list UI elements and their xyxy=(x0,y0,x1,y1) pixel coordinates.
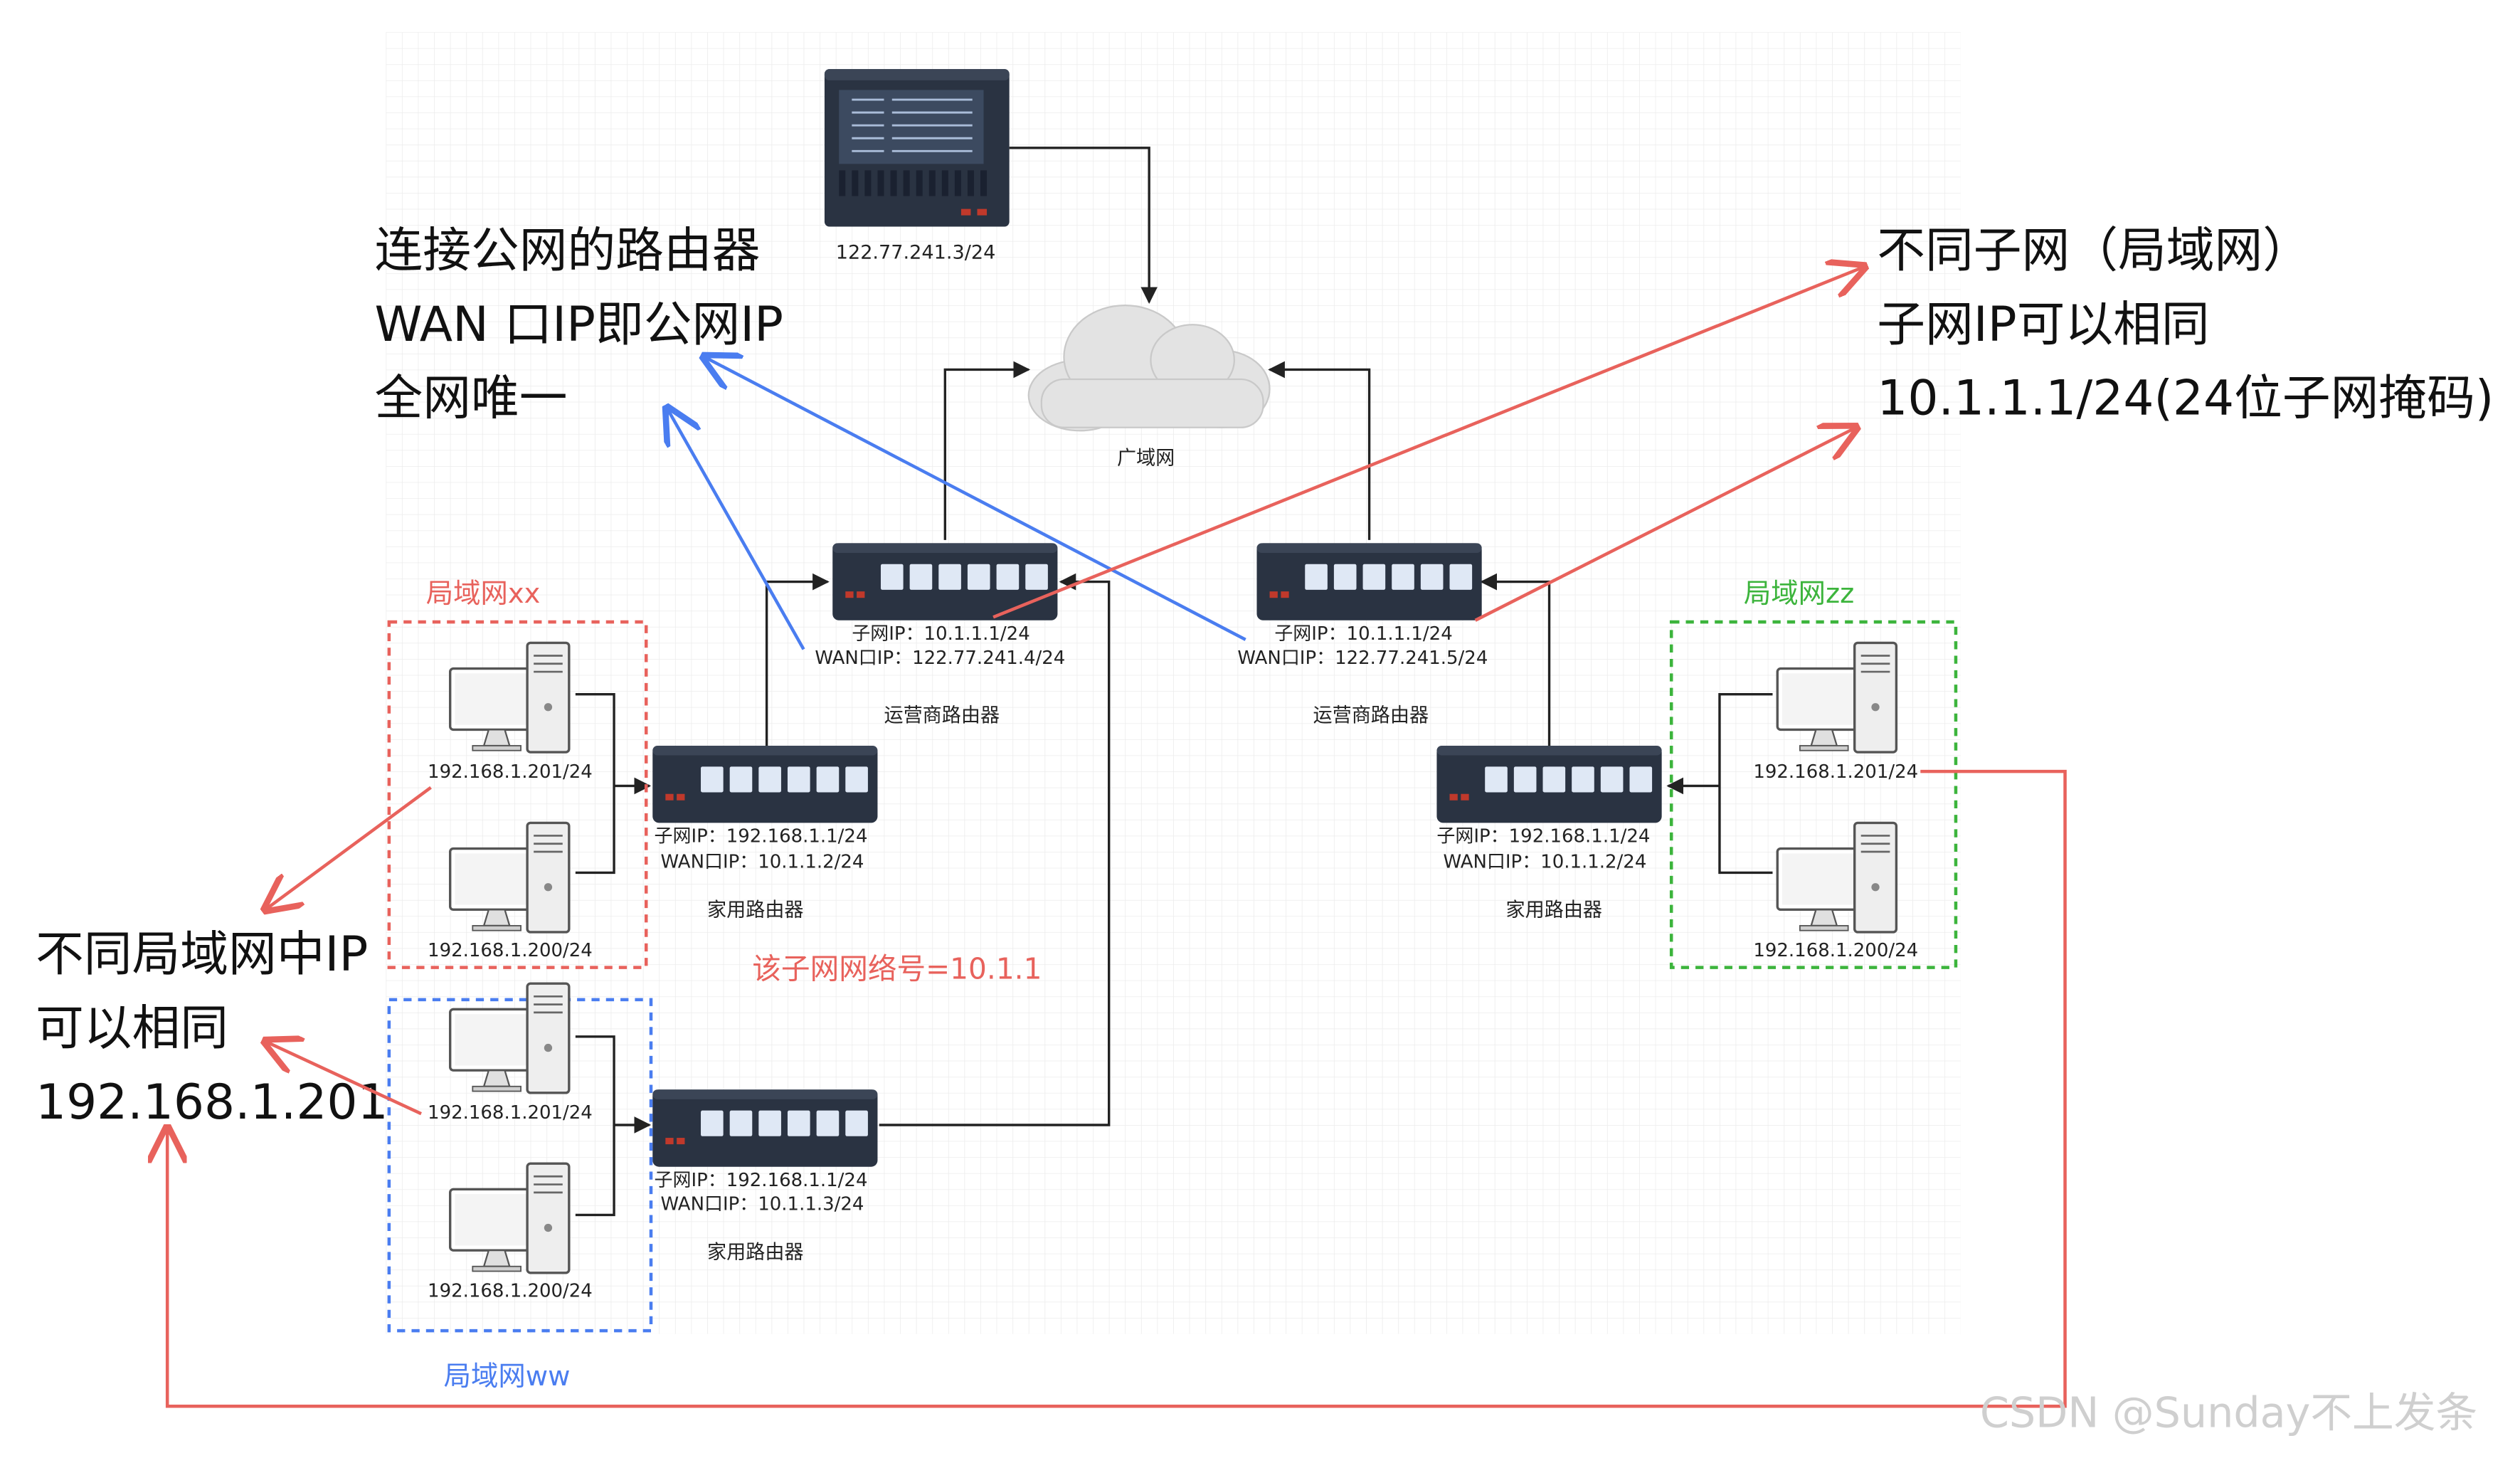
blue-arrows xyxy=(667,356,1246,650)
lan-zz-pc1-ip: 192.168.1.201/24 xyxy=(1753,761,1918,783)
isp-left-wan: WAN口IP：122.77.241.4/24 xyxy=(815,648,1065,669)
lan-zz-title: 局域网zz xyxy=(1744,578,1854,610)
router-icon xyxy=(652,1089,878,1167)
lan-ww-boundary xyxy=(387,998,653,1333)
home-router-c: 子网IP：192.168.1.1/24 WAN口IP：10.1.1.2/24 家… xyxy=(1436,745,1662,921)
lan-ww: 局域网ww 192.168.1.201/24 192.168.1.200/24 xyxy=(387,982,653,1393)
server-icon xyxy=(824,69,1010,227)
home-c-name: 家用路由器 xyxy=(1506,899,1602,921)
annot-lan-line-1: 不同局域网中IP xyxy=(36,926,368,982)
router-icon xyxy=(652,745,878,823)
isp-right-name: 运营商路由器 xyxy=(1313,704,1429,727)
router-icon xyxy=(832,543,1058,620)
annot-subnet-line-2: 子网IP可以相同 xyxy=(1877,296,2209,352)
isp-router-right: 子网IP：10.1.1.1/24 WAN口IP：122.77.241.5/24 … xyxy=(1237,543,1488,727)
watermark: CSDN @Sunday不上发条 xyxy=(1980,1388,2477,1437)
annotation-lan-ip: 不同局域网中IP 可以相同 192.168.1.201 xyxy=(36,926,388,1130)
annotation-public-router: 连接公网的路由器 WAN 口IP即公网IP 全网唯一 xyxy=(375,222,784,426)
lan-xx: 局域网xx 192.168.1.201/24 192.168.1.200/24 xyxy=(387,578,648,969)
annot-public-line-1: 连接公网的路由器 xyxy=(375,222,761,278)
annot-subnet-line-1: 不同子网（局域网） xyxy=(1877,222,2311,278)
annot-public-line-3: 全网唯一 xyxy=(375,370,568,426)
home-b-wan: WAN口IP：10.1.1.3/24 xyxy=(661,1194,864,1215)
home-b-subnet: 子网IP：192.168.1.1/24 xyxy=(655,1170,868,1191)
home-router-b: 子网IP：192.168.1.1/24 WAN口IP：10.1.1.3/24 家… xyxy=(652,1089,878,1263)
cloud-icon xyxy=(1027,304,1271,432)
home-a-subnet: 子网IP：192.168.1.1/24 xyxy=(655,825,868,847)
home-a-name: 家用路由器 xyxy=(707,899,803,921)
annot-lan-line-3: 192.168.1.201 xyxy=(36,1074,388,1130)
router-icon xyxy=(1256,543,1482,620)
lan-ww-pc1-ip: 192.168.1.201/24 xyxy=(428,1102,593,1124)
server-ip-label: 122.77.241.3/24 xyxy=(836,242,996,264)
isp-router-left: 子网IP：10.1.1.1/24 WAN口IP：122.77.241.4/24 … xyxy=(815,543,1065,727)
annot-public-line-2: WAN 口IP即公网IP xyxy=(375,296,784,352)
lan-xx-boundary xyxy=(387,620,648,969)
lan-xx-pc2-ip: 192.168.1.200/24 xyxy=(428,940,593,961)
isp-left-subnet: 子网IP：10.1.1.1/24 xyxy=(852,623,1029,645)
isp-right-wan: WAN口IP：122.77.241.5/24 xyxy=(1237,648,1488,669)
isp-left-name: 运营商路由器 xyxy=(884,704,1000,727)
wan-label: 广域网 xyxy=(1117,448,1175,470)
home-c-wan: WAN口IP：10.1.1.2/24 xyxy=(1443,852,1646,873)
annot-lan-line-2: 可以相同 xyxy=(36,1000,228,1056)
red-arrows xyxy=(167,267,2067,1408)
lan-ww-pc2-ip: 192.168.1.200/24 xyxy=(428,1281,593,1302)
home-a-wan: WAN口IP：10.1.1.2/24 xyxy=(661,852,864,873)
lan-zz: 局域网zz 192.168.1.201/24 192.168.1.200/24 xyxy=(1669,578,1958,969)
lan-zz-boundary xyxy=(1669,620,1958,969)
home-c-subnet: 子网IP：192.168.1.1/24 xyxy=(1436,825,1650,847)
lan-xx-pc1-ip: 192.168.1.201/24 xyxy=(428,761,593,783)
lan-ww-title: 局域网ww xyxy=(444,1361,571,1393)
home-b-name: 家用路由器 xyxy=(707,1241,803,1263)
isp-right-subnet: 子网IP：10.1.1.1/24 xyxy=(1274,623,1452,645)
server: 122.77.241.3/24 xyxy=(824,69,1010,264)
annotation-subnet: 不同子网（局域网） 子网IP可以相同 10.1.1.1/24(24位子网掩码) xyxy=(1877,222,2494,426)
subnet-number-note: 该子网网络号=10.1.1 xyxy=(752,951,1042,986)
lan-xx-title: 局域网xx xyxy=(426,578,541,610)
lan-zz-pc2-ip: 192.168.1.200/24 xyxy=(1753,940,1918,961)
router-icon xyxy=(1436,745,1662,823)
home-router-a: 子网IP：192.168.1.1/24 WAN口IP：10.1.1.2/24 家… xyxy=(652,745,878,921)
annot-subnet-line-3: 10.1.1.1/24(24位子网掩码) xyxy=(1877,370,2494,426)
wan-cloud: 广域网 xyxy=(1027,304,1271,470)
